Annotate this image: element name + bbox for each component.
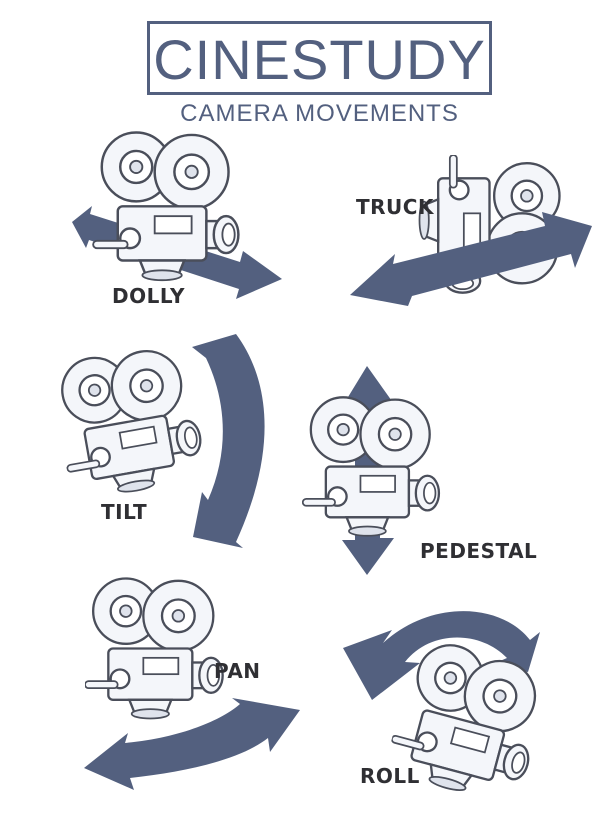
truck-panel: [350, 155, 592, 306]
pedestal-camera-icon: [302, 396, 441, 537]
truck-arrow: [350, 212, 592, 306]
logo-box: CINESTUDY: [147, 21, 492, 95]
label-pedestal: PEDESTAL: [420, 539, 538, 563]
logo-subtitle: CAMERA MOVEMENTS: [180, 100, 459, 127]
label-truck: TRUCK: [356, 195, 434, 219]
label-roll: ROLL: [360, 764, 420, 788]
logo-title: CINESTUDY: [153, 28, 486, 91]
dolly-panel: [72, 131, 282, 299]
tilt-camera-icon: [48, 340, 209, 503]
pan-panel: [84, 577, 300, 790]
label-dolly: DOLLY: [112, 284, 185, 308]
roll-arrow: [343, 611, 540, 700]
pan-camera-icon: [85, 577, 224, 720]
roll-panel: [343, 611, 554, 808]
pan-arrow: [84, 698, 300, 790]
label-pan: PAN: [214, 659, 261, 683]
tilt-panel: [48, 334, 265, 548]
pedestal-panel: [302, 366, 441, 575]
label-tilt: TILT: [101, 500, 148, 524]
tilt-arrow: [192, 334, 265, 548]
